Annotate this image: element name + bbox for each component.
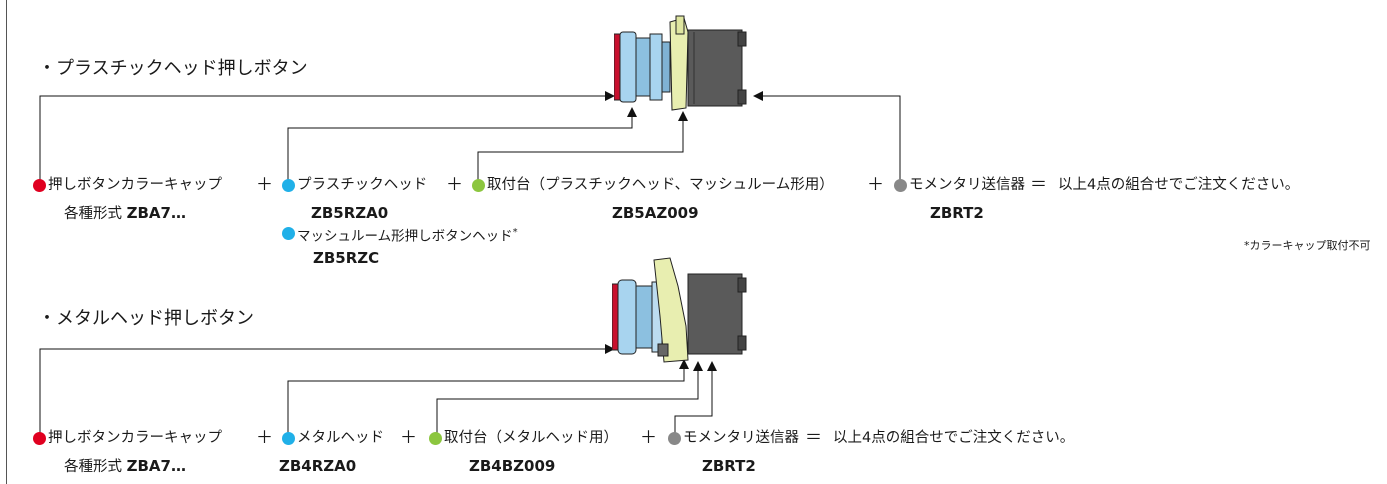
plastic-head-code: ZB5RZA0 xyxy=(311,204,389,222)
metal-cap-code: ZBA7… xyxy=(126,457,186,475)
plastic-head-connector xyxy=(287,107,637,180)
metal-order-text: 以上4点の組合せでご注文ください。 xyxy=(833,430,1075,446)
transmitter-dot-icon xyxy=(668,432,681,445)
head-dot-icon xyxy=(282,179,295,192)
metal-plus-2: ＋ xyxy=(400,428,417,448)
metal-section-title: ・メタルヘッド押しボタン xyxy=(38,308,254,329)
mushroom-head-code: ZB5RZC xyxy=(313,249,380,267)
plastic-cap-label: 押しボタンカラーキャップ xyxy=(48,177,222,193)
metal-transmitter-connector xyxy=(674,361,717,433)
plastic-transmitter-connector xyxy=(753,91,901,180)
plastic-head-label: プラスチックヘッド xyxy=(297,177,428,193)
frame-border xyxy=(6,0,7,484)
metal-transmitter-code: ZBRT2 xyxy=(702,457,756,475)
metal-head-connector xyxy=(287,359,689,433)
metal-base-connector xyxy=(436,361,703,433)
cap-dot-icon xyxy=(33,432,46,445)
metal-plus-1: ＋ xyxy=(256,428,273,448)
metal-pushbutton-illustration xyxy=(612,257,747,363)
transmitter-dot-icon xyxy=(894,179,907,192)
plastic-base-connector xyxy=(477,111,688,180)
metal-head-code: ZB4RZA0 xyxy=(279,457,357,475)
plastic-pushbutton-illustration xyxy=(614,15,747,111)
head-dot-icon xyxy=(282,432,295,445)
metal-equals: ＝ xyxy=(805,428,822,448)
mushroom-head-label: マッシュルーム形押しボタンヘッド* xyxy=(297,224,518,246)
plastic-cap-connector xyxy=(39,91,615,180)
metal-plus-3: ＋ xyxy=(640,428,657,448)
plastic-order-text: 以上4点の組合せでご注文ください。 xyxy=(1058,177,1300,193)
plastic-base-label: 取付台（プラスチックヘッド、マッシュルーム形用） xyxy=(487,177,834,193)
metal-cap-label: 押しボタンカラーキャップ xyxy=(48,430,222,446)
plastic-transmitter-code: ZBRT2 xyxy=(930,204,984,222)
mushroom-note-mark: * xyxy=(512,227,518,238)
plastic-plus-3: ＋ xyxy=(867,175,884,195)
cap-dot-icon xyxy=(33,179,46,192)
metal-base-label: 取付台（メタルヘッド用） xyxy=(444,430,618,446)
metal-base-code: ZB4BZ009 xyxy=(469,457,556,475)
plastic-section-title: ・プラスチックヘッド押しボタン xyxy=(38,58,308,79)
plastic-plus-2: ＋ xyxy=(446,175,463,195)
plastic-plus-1: ＋ xyxy=(256,175,273,195)
metal-head-label: メタルヘッド xyxy=(297,430,384,446)
plastic-cap-sub-prefix: 各種形式 xyxy=(64,206,122,222)
metal-cap-connector xyxy=(39,344,615,433)
plastic-base-code: ZB5AZ009 xyxy=(612,204,699,222)
mushroom-dot-icon xyxy=(282,227,295,240)
plastic-cap-code-row: 各種形式 ZBA7… xyxy=(64,204,186,223)
metal-cap-sub-prefix: 各種形式 xyxy=(64,459,122,475)
plastic-equals: ＝ xyxy=(1030,175,1047,195)
footnote: *カラーキャップ取付不可 xyxy=(1244,239,1371,252)
mushroom-head-label-text: マッシュルーム形押しボタンヘッド xyxy=(297,228,513,245)
plastic-cap-code: ZBA7… xyxy=(126,204,186,222)
plastic-transmitter-label: モメンタリ送信器 xyxy=(909,177,1025,193)
metal-cap-code-row: 各種形式 ZBA7… xyxy=(64,457,186,476)
base-dot-icon xyxy=(429,432,442,445)
base-dot-icon xyxy=(472,179,485,192)
metal-transmitter-label: モメンタリ送信器 xyxy=(683,430,799,446)
